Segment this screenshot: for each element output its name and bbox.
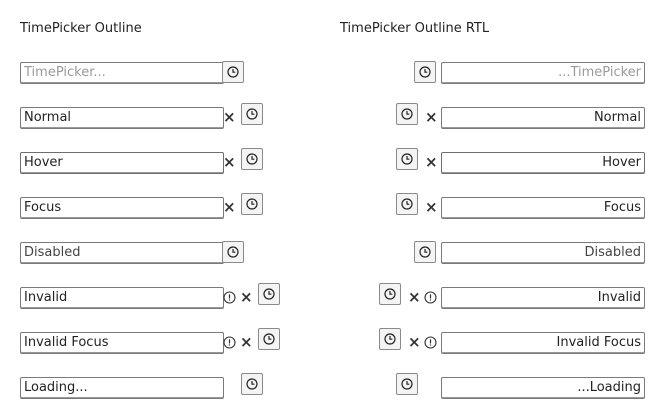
close-icon[interactable]: × [408, 333, 421, 351]
clock-icon [227, 66, 239, 78]
close-icon[interactable]: × [425, 153, 438, 171]
error-icon [424, 336, 437, 349]
time-input[interactable]: ...Loading [441, 377, 645, 399]
time-input[interactable]: Focus [20, 197, 224, 219]
clock-button[interactable] [414, 61, 436, 83]
rtl-timepicker-disabled: Disabled [380, 241, 645, 266]
clock-icon [263, 288, 275, 300]
clock-icon [401, 108, 413, 120]
error-icon [424, 291, 437, 304]
close-icon[interactable]: × [223, 153, 236, 171]
rtl-timepicker-invalid: × Invalid [376, 283, 645, 311]
ltr-timepicker-loading: Loading... [20, 373, 280, 401]
clock-icon [419, 246, 431, 258]
clock-button[interactable] [396, 193, 418, 215]
time-input[interactable]: Invalid [441, 287, 645, 309]
time-input[interactable]: Normal [20, 107, 224, 129]
clock-button[interactable] [241, 193, 263, 215]
ltr-timepicker-focus: Focus × [20, 193, 280, 221]
clock-icon [227, 246, 239, 258]
time-input[interactable]: Normal [441, 107, 645, 129]
time-input: Disabled [441, 242, 645, 264]
clock-button[interactable] [396, 373, 418, 395]
clock-icon [401, 198, 413, 210]
clock-button [414, 241, 436, 263]
clock-icon [246, 198, 258, 210]
error-icon [223, 336, 236, 349]
close-icon[interactable]: × [240, 288, 253, 306]
ltr-timepicker-invalid-focus: Invalid Focus × [20, 328, 290, 356]
error-icon [223, 291, 236, 304]
time-input[interactable]: Focus [441, 197, 645, 219]
ltr-timepicker-normal: Normal × [20, 103, 280, 131]
clock-icon [246, 378, 258, 390]
close-icon[interactable]: × [223, 108, 236, 126]
time-input[interactable]: Invalid Focus [441, 332, 645, 354]
rtl-timepicker-loading: ...Loading [380, 373, 645, 401]
time-input[interactable]: Hover [441, 152, 645, 174]
ltr-timepicker-hover: Hover × [20, 148, 280, 176]
ltr-timepicker-disabled: Disabled [20, 241, 280, 266]
clock-icon [401, 378, 413, 390]
clock-icon [384, 333, 396, 345]
close-icon[interactable]: × [425, 108, 438, 126]
time-input[interactable]: Invalid Focus [20, 332, 224, 354]
clock-icon [419, 66, 431, 78]
rtl-timepicker-normal: × Normal [380, 103, 645, 131]
close-icon[interactable]: × [408, 288, 421, 306]
clock-button[interactable] [241, 148, 263, 170]
rtl-timepicker-invalid-focus: × Invalid Focus [376, 328, 645, 356]
clock-icon [401, 153, 413, 165]
clock-icon [263, 333, 275, 345]
clock-button[interactable] [396, 148, 418, 170]
close-icon[interactable]: × [425, 198, 438, 216]
clock-button[interactable] [379, 328, 401, 350]
time-input[interactable]: TimePicker... [20, 62, 224, 84]
ltr-timepicker-placeholder: TimePicker... [20, 61, 280, 86]
time-input[interactable]: ...TimePicker [441, 62, 645, 84]
time-input: Disabled [20, 242, 224, 264]
clock-button[interactable] [396, 103, 418, 125]
close-icon[interactable]: × [240, 333, 253, 351]
clock-icon [384, 288, 396, 300]
clock-button[interactable] [258, 328, 280, 350]
time-input[interactable]: Invalid [20, 287, 224, 309]
clock-icon [246, 108, 258, 120]
clock-icon [246, 153, 258, 165]
ltr-timepicker-invalid: Invalid × [20, 283, 290, 311]
clock-button[interactable] [222, 61, 244, 83]
rtl-timepicker-placeholder: ...TimePicker [380, 61, 645, 86]
time-input[interactable]: Hover [20, 152, 224, 174]
clock-button[interactable] [258, 283, 280, 305]
clock-button[interactable] [241, 373, 263, 395]
rtl-timepicker-focus: × Focus [380, 193, 645, 221]
clock-button[interactable] [241, 103, 263, 125]
time-input[interactable]: Loading... [20, 377, 224, 399]
close-icon[interactable]: × [223, 198, 236, 216]
section-title-rtl: TimePicker Outline RTL [340, 21, 490, 36]
rtl-timepicker-hover: × Hover [380, 148, 645, 176]
section-title-ltr: TimePicker Outline [20, 21, 142, 36]
clock-button [222, 241, 244, 263]
clock-button[interactable] [379, 283, 401, 305]
